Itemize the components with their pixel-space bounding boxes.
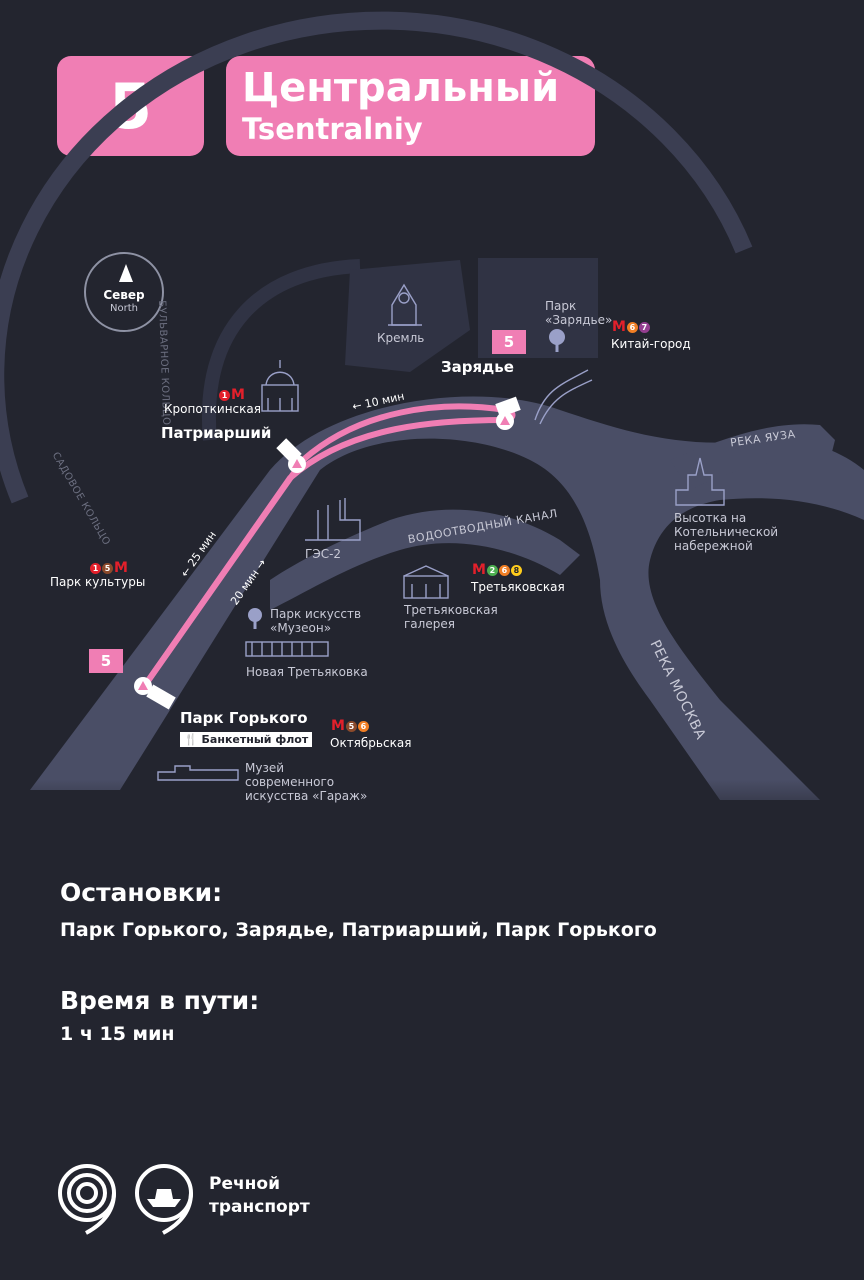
line-6-badge: 6	[498, 564, 510, 576]
ges2-icon	[305, 498, 361, 541]
metro-oktyabrskaya-name: Октябрьская	[330, 736, 412, 750]
route-map	[0, 11, 864, 830]
cathedral-icon	[261, 360, 299, 412]
metro-icon: M	[114, 560, 128, 576]
banquet-fleet-tag: 🍴 Банкетный флот	[180, 732, 313, 747]
landmark-tretyakov-gallery: Третьяковская галерея	[404, 603, 498, 631]
pier-marker-zaryadye	[495, 396, 521, 430]
route-line-outer	[140, 403, 506, 690]
metro-icon: M	[472, 562, 486, 578]
boulevard-ring	[201, 259, 361, 441]
brand-line-1: Речной	[209, 1174, 280, 1194]
route-name-badge: Центральный Tsentralniy	[226, 56, 595, 156]
line-6-badge: 6	[357, 720, 369, 732]
metro-icon: M	[612, 319, 626, 335]
pier-patriarshiy-name: Патриарший	[161, 424, 272, 442]
kremlin-icon	[388, 283, 422, 326]
route-name-en: Tsentralniy	[242, 112, 423, 146]
pier-gorky-number: 5	[89, 649, 123, 673]
tree-icon-muzeon	[248, 608, 262, 629]
landmark-kremlin: Кремль	[377, 331, 425, 345]
line-1-badge: 1	[90, 562, 101, 574]
line-5-badge: 5	[102, 562, 113, 574]
metro-badge-tretyakovskaya: M 2 6 8	[472, 563, 522, 577]
metro-kitay-gorod-name: Китай-город	[611, 337, 691, 351]
tree-icon-zaryadye	[549, 329, 565, 352]
stops-heading: Остановки:	[60, 878, 223, 907]
fork-knife-icon: 🍴	[184, 733, 198, 746]
landmark-new-tretyakov: Новая Третьяковка	[246, 665, 368, 679]
landmark-park-zaryadye: Парк «Зарядье»	[545, 299, 613, 327]
metro-kropotkinskaya-name: Кропоткинская	[164, 402, 261, 416]
pier-zaryadye-name: Зарядье	[441, 358, 514, 376]
garage-museum-icon	[157, 765, 239, 781]
metro-park-kultury-name: Парк культуры	[50, 575, 146, 589]
north-compass: Север North	[84, 252, 164, 332]
route-name-ru: Центральный	[242, 65, 560, 111]
kotelnicheskaya-icon	[675, 457, 725, 506]
landmark-garage: Музей современного искусства «Гараж»	[245, 761, 368, 803]
stops-list: Парк Горького, Зарядье, Патриарший, Парк…	[60, 919, 657, 941]
metro-badge-oktyabrskaya: M 5 6	[331, 719, 369, 733]
river-transport-logo-icon	[135, 1164, 193, 1235]
garden-ring	[0, 11, 753, 504]
landmark-muzeon: Парк искусств «Музеон»	[270, 607, 362, 635]
line-6-badge: 6	[626, 321, 638, 333]
travel-time-value: 1 ч 15 мин	[60, 1023, 175, 1045]
landmark-ges2: ГЭС-2	[305, 547, 342, 561]
moscow-logo-icon	[58, 1164, 116, 1235]
kremlin-block	[345, 260, 470, 372]
line-1-badge: 1	[219, 389, 230, 401]
north-arrow-icon	[119, 264, 133, 282]
metro-badge-kitay-gorod: M 6 7	[612, 320, 650, 334]
pier-gorky-name: Парк Горького	[180, 709, 308, 727]
line-5-badge: 5	[345, 720, 357, 732]
metro-tretyakovskaya-name: Третьяковская	[471, 580, 565, 594]
line-8-badge: 8	[510, 564, 522, 576]
travel-time-heading: Время в пути:	[60, 986, 260, 1015]
banquet-fleet-label: Банкетный флот	[201, 733, 309, 746]
brand-name: Речной транспорт	[209, 1173, 310, 1219]
zaryadye-bridge-icon	[534, 369, 593, 425]
compass-label-en: North	[110, 303, 138, 314]
compass-label-ru: Север	[103, 288, 145, 302]
new-tretyakov-icon	[245, 641, 329, 657]
pier-marker-patriarshiy	[276, 438, 306, 473]
line-7-badge: 7	[638, 321, 650, 333]
landmark-kotelnicheskaya: Высотка на Котельнической набережной	[674, 511, 779, 553]
tretyakov-gallery-icon	[403, 565, 449, 599]
yauza-river	[670, 424, 835, 490]
line-2-badge: 2	[486, 564, 498, 576]
vodootvodny-canal	[270, 509, 580, 610]
metro-icon: M	[231, 387, 245, 403]
metro-icon: M	[331, 718, 345, 734]
metro-badge-park-kultury: 1 5 M	[90, 561, 128, 575]
pier-zaryadye-number: 5	[492, 330, 526, 354]
pier-marker-gorky	[134, 677, 176, 710]
metro-badge-kropotkinskaya: 1 M	[219, 388, 245, 402]
brand-line-2: транспорт	[209, 1197, 310, 1217]
